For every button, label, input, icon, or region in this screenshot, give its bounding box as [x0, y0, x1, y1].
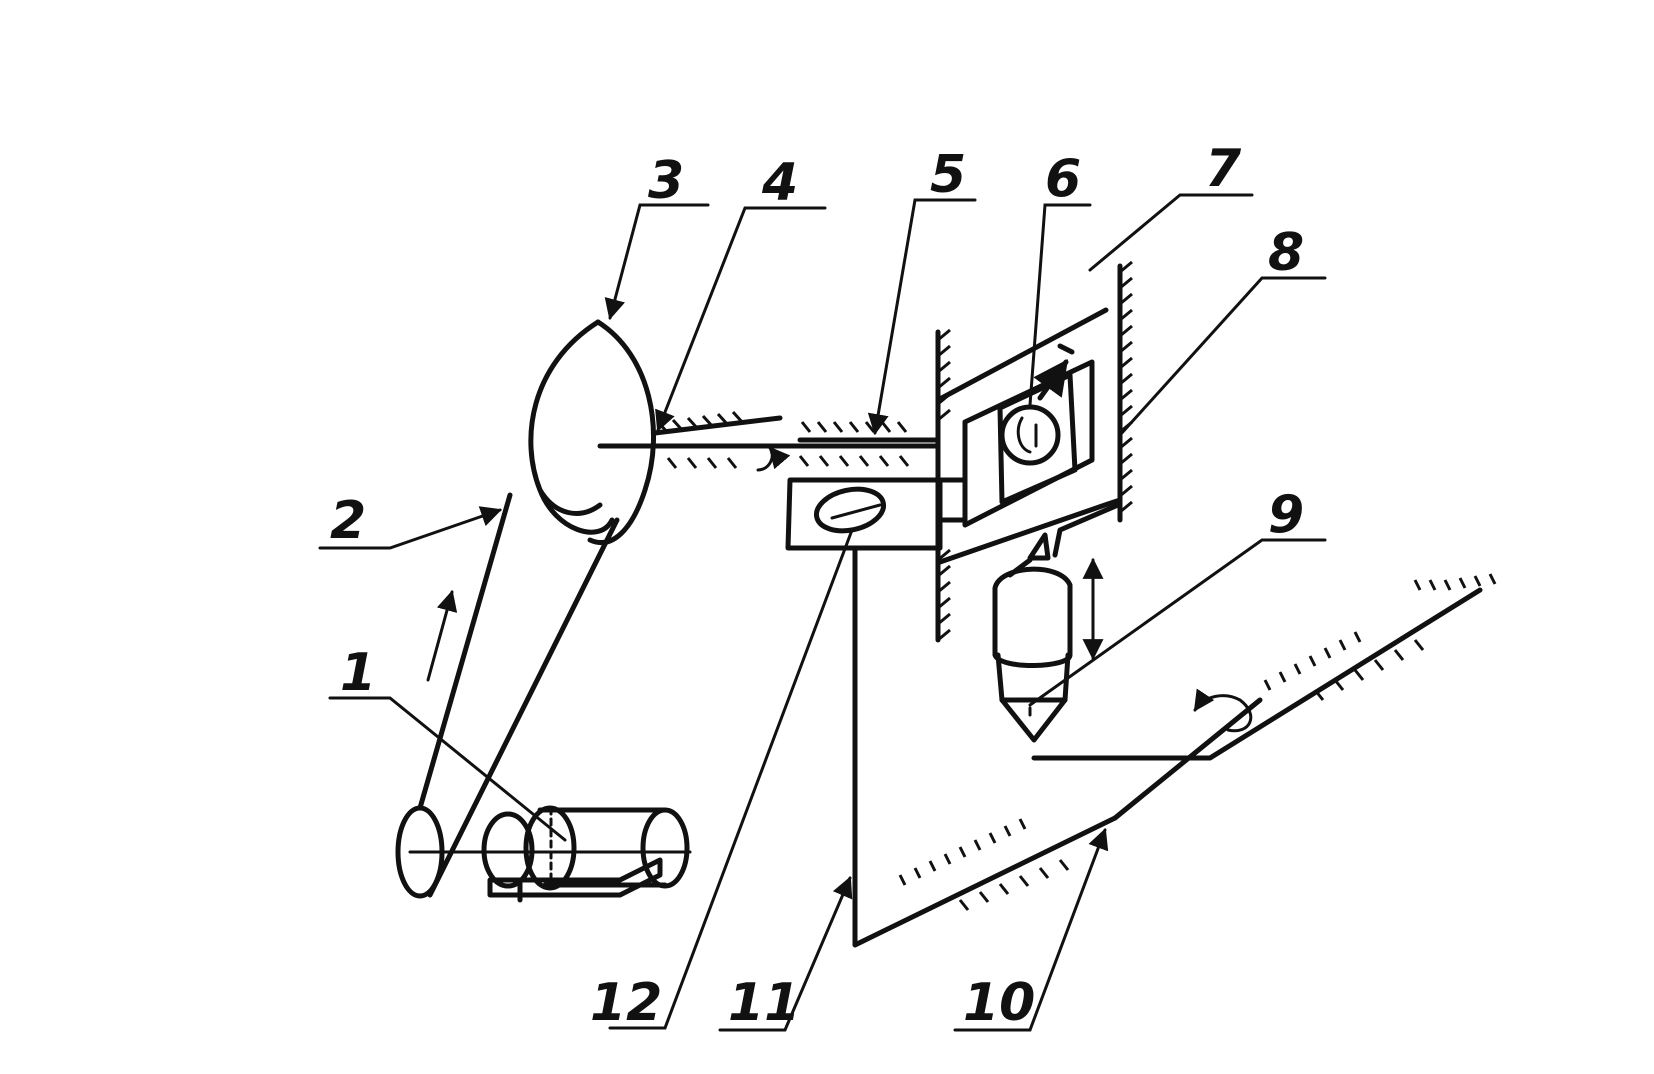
- large-pulley: [528, 319, 656, 545]
- leader-lines: [318, 193, 1327, 1032]
- label-3: 3: [648, 151, 684, 211]
- label-9: 9: [1268, 485, 1304, 545]
- right-guide: [1117, 260, 1133, 523]
- inclined-guide-hatching: [898, 573, 1497, 911]
- label-11: 11: [728, 973, 800, 1033]
- label-2: 2: [330, 491, 366, 551]
- label-4: 4: [761, 153, 798, 213]
- drive-belt: [417, 492, 620, 898]
- electric-motor: [408, 805, 692, 903]
- tool-head: [992, 502, 1121, 743]
- label-1: 1: [340, 643, 376, 703]
- label-7: 7: [1205, 139, 1242, 199]
- lever-linkage: [852, 545, 1483, 948]
- work-frame: [935, 307, 1123, 565]
- vertical-guide: [935, 328, 951, 643]
- label-6: 6: [1045, 149, 1081, 209]
- label-12: 12: [590, 973, 662, 1033]
- shaft-hatching: [656, 410, 910, 469]
- label-10: 10: [963, 973, 1035, 1033]
- label-5: 5: [930, 145, 966, 205]
- cam-block: [785, 477, 943, 551]
- label-8: 8: [1268, 223, 1304, 283]
- screw-shaft: [597, 415, 941, 472]
